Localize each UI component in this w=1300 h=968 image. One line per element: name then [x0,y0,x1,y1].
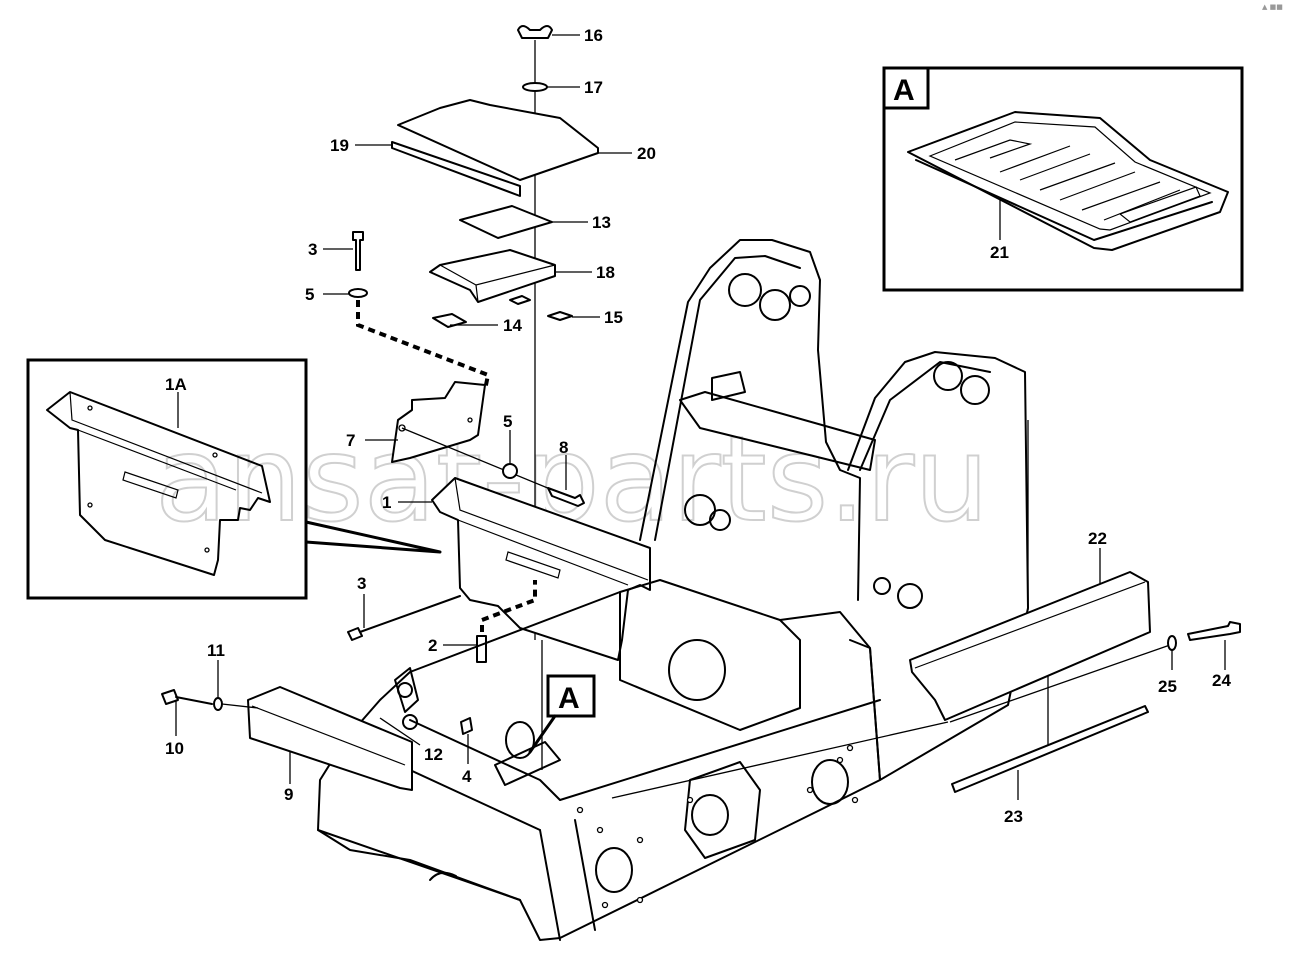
callout-10: 10 [165,739,184,758]
callout-21: 21 [990,243,1009,262]
detail-1a-frame [26,358,308,600]
callout-12: 12 [424,745,443,764]
bracket-7: 7 [346,381,573,499]
callout-1: 1 [382,493,391,512]
detail-view-1a: 1A [26,358,442,600]
callout-3-upper: 3 [308,240,317,259]
callout-23: 23 [1004,807,1023,826]
detail-a-tag-box [882,66,930,110]
callout-18: 18 [596,263,615,282]
detail-view-a: A 21 [882,66,1244,292]
tray-18 [429,249,556,303]
callout-16: 16 [584,26,603,45]
detail-a-tag: A [893,74,915,107]
callout-22: 22 [1088,529,1107,548]
callout-15: 15 [604,308,623,327]
corner-mark: ▲ ■■ [1262,3,1283,11]
bolt-10-washer-11: 10 11 [161,641,259,758]
callout-2: 2 [428,636,437,655]
shield-part-1: 1 [382,477,651,661]
washer-5 [502,463,518,479]
bolt-8 [547,487,585,507]
bolt-2: 2 [428,580,537,663]
callout-24: 24 [1212,671,1231,690]
callout-25: 25 [1158,677,1177,696]
floor-mat-part-21 [907,111,1229,251]
callout-17: 17 [584,78,603,97]
callout-20: 20 [637,144,656,163]
callout-14: 14 [503,316,522,335]
wing-nut-16 [517,25,553,39]
leader-12 [379,717,421,746]
callout-5: 5 [503,412,512,431]
callout-8: 8 [559,438,568,457]
clip-15 [547,311,573,321]
washer-17 [522,82,548,92]
bolt-3-upper: 3 5 [305,231,491,391]
main-chassis-frame: A [317,239,1049,941]
cover-plate-20 [397,99,599,181]
callout-1a: 1A [165,375,187,394]
callout-13: 13 [592,213,611,232]
callout-7: 7 [346,431,355,450]
front-guard-9: 9 [247,686,413,804]
main-a-tag: A [558,682,580,715]
strip-23 [951,705,1149,793]
washer-25 [1167,635,1177,651]
clip-14 [432,313,467,328]
detail-a-frame [882,66,1244,292]
clip-4 [460,717,473,735]
strip-19 [391,141,521,197]
callout-4: 4 [462,767,472,786]
main-a-tag-box [546,674,596,718]
pad-13 [459,205,553,239]
bolt-3-lower: 3 [347,574,461,641]
side-panel-22: 22 [909,529,1171,723]
callout-3-lower: 3 [357,574,366,593]
callout-11: 11 [207,641,225,660]
callout-9: 9 [284,785,293,804]
callout-5-upper: 5 [305,285,314,304]
callout-19: 19 [330,136,349,155]
bolt-24 [1187,621,1241,641]
